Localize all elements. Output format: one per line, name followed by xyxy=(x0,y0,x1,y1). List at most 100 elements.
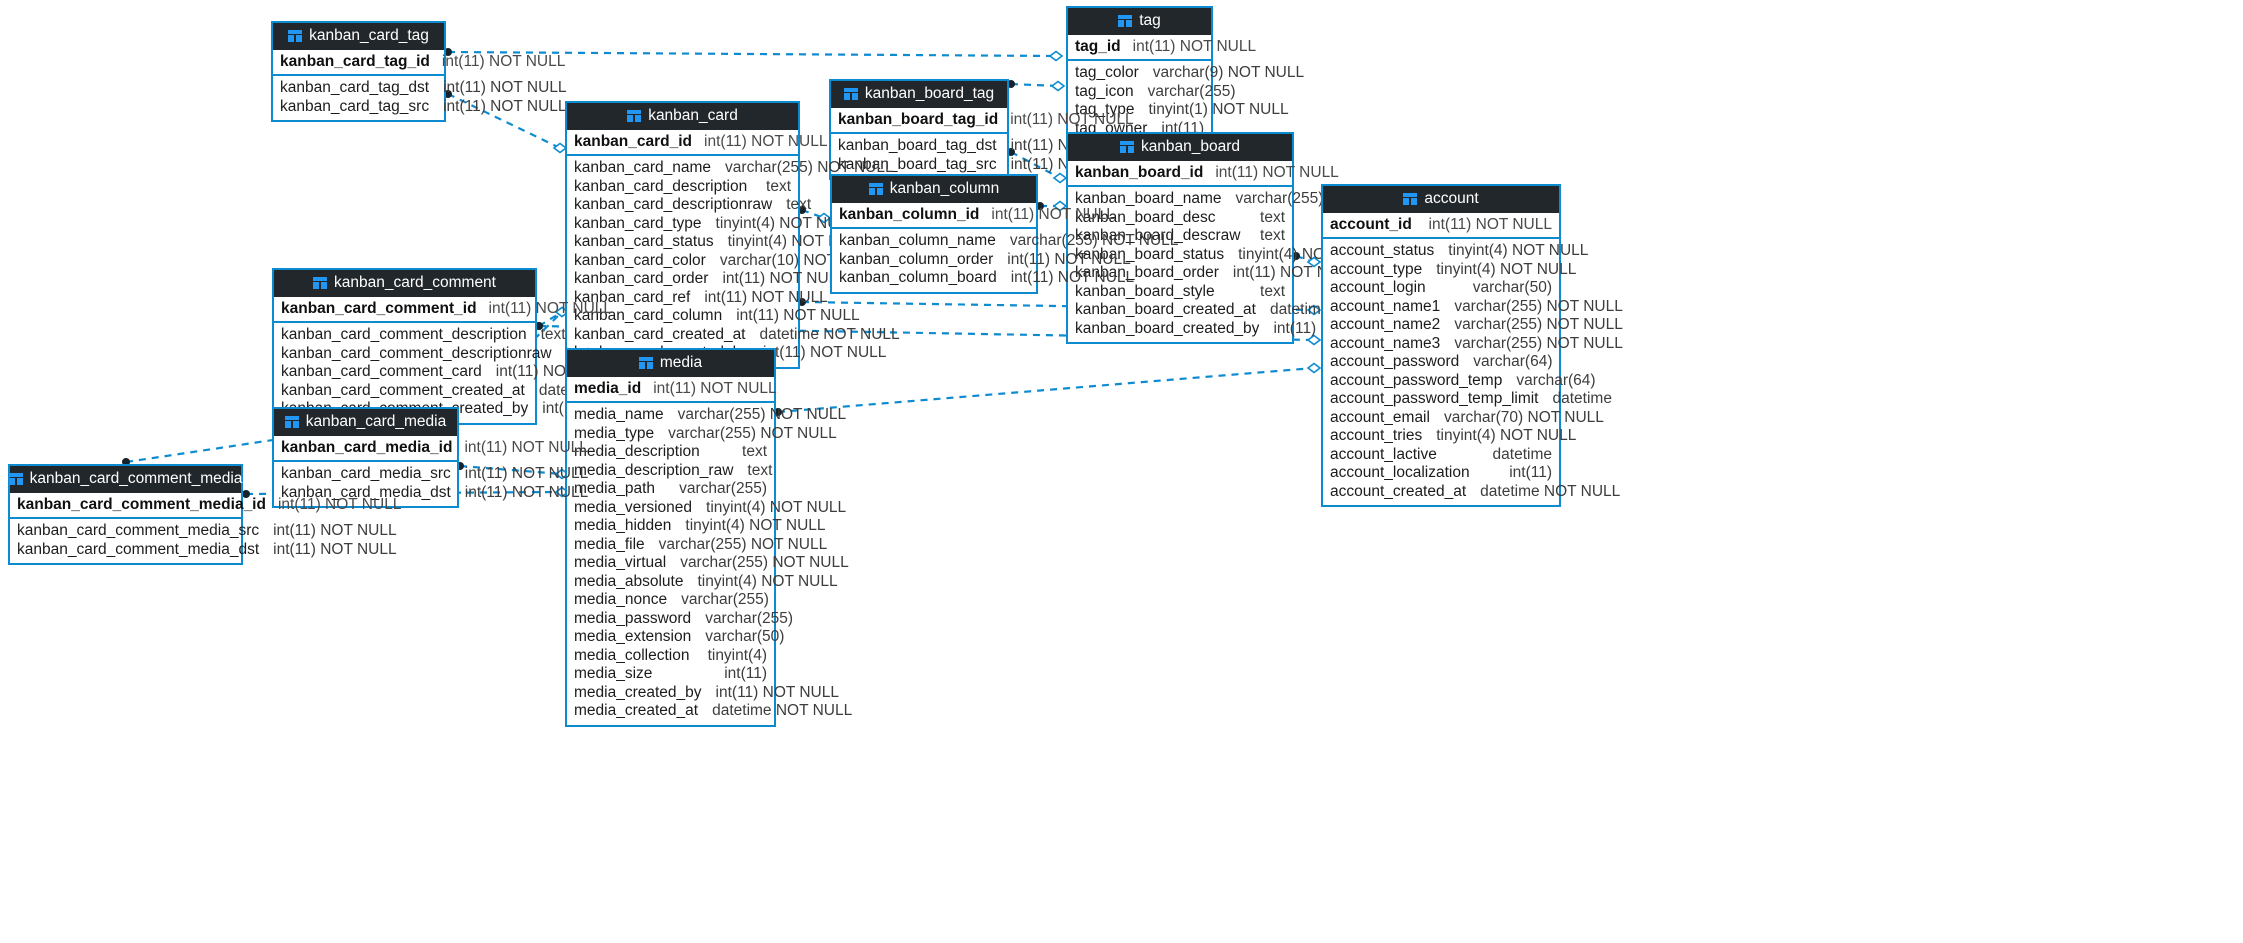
entity-title: kanban_card_tag xyxy=(309,27,429,44)
column-type: varchar(9) NOT NULL xyxy=(1152,64,1305,81)
table-icon xyxy=(1118,14,1133,27)
column-name: media_versioned xyxy=(574,498,693,516)
column-type: varchar(255) NOT NULL xyxy=(677,406,847,423)
column-name: media_extension xyxy=(574,628,692,645)
entity-header[interactable]: account xyxy=(1323,186,1559,213)
entity-header[interactable]: kanban_board xyxy=(1068,134,1292,161)
column-name: kanban_card_comment_id xyxy=(281,299,477,317)
column-name: kanban_card_ref xyxy=(574,288,691,306)
column-name: kanban_board_style xyxy=(1075,282,1215,300)
entity-header[interactable]: kanban_card xyxy=(567,103,798,130)
column-name: kanban_card_tag_id xyxy=(280,52,430,70)
entity-header[interactable]: tag xyxy=(1068,8,1211,35)
column-name: tag_owner xyxy=(1075,119,1148,137)
column-name: kanban_column_board xyxy=(839,269,997,286)
column-type: int(11) NOT NULL xyxy=(1007,250,1131,268)
column-name: kanban_board_created_by xyxy=(1075,319,1260,337)
column-type: int(11) NOT NULL xyxy=(736,307,860,324)
column-type: int(11) NOT NULL xyxy=(722,270,846,287)
column-type: varchar(255) NOT NULL xyxy=(1454,316,1623,333)
column-name: media_virtual xyxy=(574,554,667,571)
column-name: kanban_card_comment_media_id xyxy=(17,495,266,513)
column-type: int(11) NOT NULL xyxy=(273,522,397,539)
column-name: kanban_board_name xyxy=(1075,190,1222,207)
entity-header[interactable]: kanban_card_tag xyxy=(273,23,444,50)
column-type: varchar(50) xyxy=(705,628,785,645)
relationship-endpoint-diamond xyxy=(1306,334,1322,346)
column-type: int(11) NOT NULL xyxy=(273,540,397,558)
field-row: kanban_card_column int(11) NOT NULL xyxy=(567,307,860,326)
column-type: int(11) NOT NULL xyxy=(1010,110,1134,128)
entity-header[interactable]: kanban_column xyxy=(832,176,1036,203)
entity-header[interactable]: kanban_card_comment_media xyxy=(8,466,242,493)
column-type: int(11) NOT NULL xyxy=(1215,163,1339,181)
column-name: kanban_card_column xyxy=(574,307,723,324)
column-name: kanban_board_order xyxy=(1075,264,1219,281)
relationship-endpoint-diamond xyxy=(1048,50,1064,62)
column-name: kanban_card_order xyxy=(574,270,709,287)
entity-table-kanban_card_comment_media[interactable]: kanban_card_comment_media kanban_card_com… xyxy=(8,464,401,565)
entity-header[interactable]: kanban_board_tag xyxy=(831,81,1007,108)
entity-header[interactable]: kanban_card_media xyxy=(274,409,457,436)
table-icon xyxy=(1403,192,1418,205)
entity-header[interactable]: media xyxy=(567,350,774,377)
column-name: kanban_board_tag_src xyxy=(838,155,997,173)
column-name: tag_id xyxy=(1075,37,1121,55)
column-type: varchar(64) xyxy=(1473,353,1553,370)
field-row: media_extension varchar(50) xyxy=(567,628,784,647)
column-type: int(11) NOT NULL xyxy=(277,495,402,513)
entity-title: media xyxy=(659,354,703,371)
column-name: kanban_card_color xyxy=(574,251,706,269)
column-type: datetime NOT NULL xyxy=(1480,482,1621,500)
column-name: kanban_board_status xyxy=(1075,245,1225,263)
column-name: account_lactive xyxy=(1330,445,1437,463)
column-name: kanban_card_comment_media_src xyxy=(17,522,260,539)
column-type: int(11) NOT NULL xyxy=(653,379,777,397)
table-icon xyxy=(638,356,653,369)
column-type: tinyint(4) xyxy=(707,646,767,664)
column-name: account_password_temp_limit xyxy=(1330,390,1539,407)
column-type: varchar(64) xyxy=(1516,371,1596,389)
column-type: tinyint(4) NOT NULL xyxy=(1436,427,1577,444)
column-type: text xyxy=(1260,227,1285,244)
column-name: kanban_card_comment_card xyxy=(281,363,482,380)
column-type: tinyint(1) NOT NULL xyxy=(1148,101,1289,118)
relationship-endpoint-diamond xyxy=(1052,172,1068,184)
entity-header[interactable]: kanban_card_comment xyxy=(274,270,535,297)
table-icon xyxy=(868,182,883,195)
table-icon xyxy=(8,472,23,485)
field-row: kanban_card_order int(11) NOT NULL xyxy=(567,270,846,289)
